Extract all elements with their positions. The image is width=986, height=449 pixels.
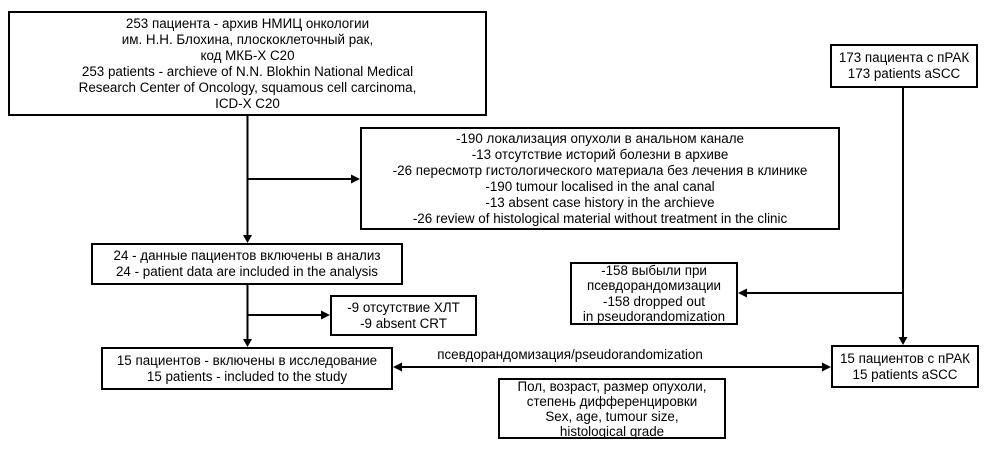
text-line: -26 review of histological material with… [412, 210, 788, 226]
text-line: им. Н.Н. Блохина, плоскоклеточный рак, [121, 31, 374, 47]
box-ascc-15: 15 пациентов с пРАК 15 patients aSCC [831, 345, 979, 388]
box-absent-crt-9: -9 отсутствие ХЛТ -9 absent CRT [330, 295, 477, 336]
arrow-source-to-analysis [243, 116, 252, 243]
box-ascc-173: 173 пациента с пРАК 173 patients aSCC [830, 44, 978, 88]
text-line: Sex, age, tumour size, [545, 408, 679, 424]
text-line: -9 отсутствие ХЛТ [347, 299, 460, 315]
text-line: -190 локализация опухоли в анальном кана… [455, 130, 745, 146]
text-line: histological grade [559, 423, 665, 439]
arrow-pseudorandomization [393, 362, 831, 372]
box-covariates: Пол, возраст, размер опухоли, степень ди… [498, 378, 726, 439]
text-line: 24 - patient data are included in the an… [115, 264, 379, 279]
arrow-ascc-total-to-matched [898, 88, 908, 345]
text-line: 253 patients - archieve of N.N. Blokhin … [81, 63, 414, 79]
arrow-source-to-exclusions [247, 174, 360, 184]
text-line: -158 выбыли при [601, 262, 707, 278]
text-line: -13 absent case history in the archieve [485, 194, 715, 210]
text-line: -26 пересмотр гистологического материала… [392, 162, 808, 178]
arrow-analysis-to-included [243, 285, 252, 347]
arrow-ascc-to-dropout [738, 288, 903, 298]
text-line: псевдорандомизации [586, 278, 722, 293]
box-dropout-158: -158 выбыли при псевдорандомизации -158 … [570, 262, 738, 325]
box-included-15: 15 пациентов - включены в исследование 1… [101, 347, 393, 390]
text-line: 24 - данные пациентов включены в анализ [113, 248, 381, 263]
text-line: 173 patients aSCC [847, 66, 961, 81]
text-line: in pseudorandomization [582, 309, 726, 324]
text-line: код МКБ-Х С20 [200, 47, 295, 63]
text-line: Пол, возраст, размер опухоли, [517, 378, 707, 394]
text-line: ICD-X C20 [215, 95, 280, 111]
pseudorandomization-label: псевдорандомизация/pseudorandomization [437, 347, 703, 362]
box-analysis-24: 24 - данные пациентов включены в анализ … [91, 243, 403, 285]
text-line: -158 dropped out [603, 293, 705, 309]
text-line: 15 patients aSCC [852, 366, 958, 382]
text-line: 15 пациентов с пРАК [839, 350, 970, 366]
text-line: 173 пациента с пРАК [838, 50, 970, 65]
text-line: степень дифференцировки [526, 393, 698, 409]
arrow-analysis-to-absent-crt [247, 310, 330, 320]
text-line: Research Center of Oncology, squamous ce… [78, 79, 417, 95]
box-source-cohort: 253 пациента - архив НМИЦ онкологии им. … [8, 11, 487, 116]
text-line: -9 absent CRT [360, 315, 447, 331]
text-line: -13 отсутствие историй болезни в архиве [471, 146, 729, 162]
text-line: 15 patients - included to the study [146, 368, 348, 384]
text-line: 15 пациентов - включены в исследование [116, 352, 378, 368]
text-line: -190 tumour localised in the anal canal [485, 178, 715, 194]
box-exclusions: -190 локализация опухоли в анальном кана… [360, 127, 840, 230]
text-line: 253 пациента - архив НМИЦ онкологии [125, 15, 370, 31]
